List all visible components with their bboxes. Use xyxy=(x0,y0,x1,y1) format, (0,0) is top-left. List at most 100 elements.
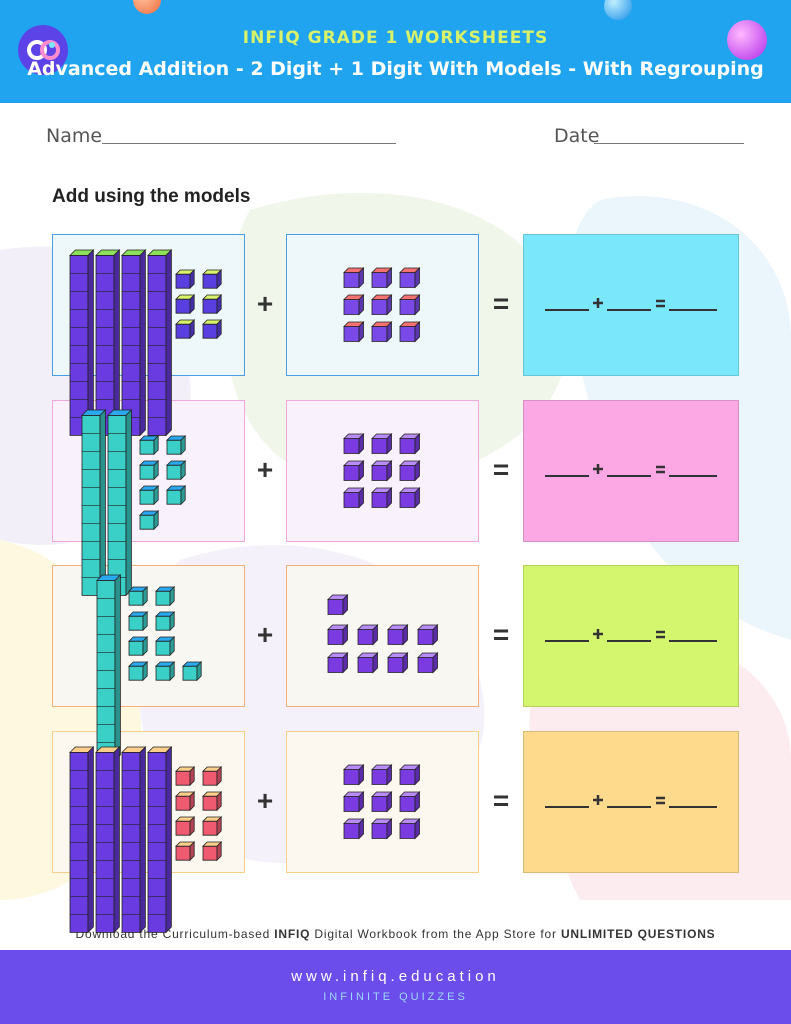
addend-cube xyxy=(357,652,379,674)
one-cube xyxy=(175,841,196,862)
answer-blanks[interactable] xyxy=(524,732,738,872)
answer-blanks[interactable] xyxy=(524,566,738,706)
footer-note-middle: Digital Workbook from the App Store for xyxy=(310,927,561,941)
addend-cube xyxy=(371,267,393,289)
one-cube xyxy=(166,435,187,456)
equals-sign: = xyxy=(492,619,510,650)
one-cube xyxy=(175,816,196,837)
one-cube xyxy=(128,661,149,682)
footer-note: Download the Curriculum-based INFIQ Digi… xyxy=(0,927,791,941)
ten-rod xyxy=(69,746,95,934)
ten-rod xyxy=(121,746,147,934)
one-cube xyxy=(155,586,176,607)
addend-cube xyxy=(343,764,365,786)
addend-cube xyxy=(399,294,421,316)
addend-cube xyxy=(399,460,421,482)
addend-cube xyxy=(343,321,365,343)
addend-cube xyxy=(371,487,393,509)
answer-box[interactable] xyxy=(523,400,739,542)
addend-cube xyxy=(399,433,421,455)
one-cube xyxy=(182,661,203,682)
decor-ball-blue xyxy=(604,0,632,20)
model-box-addend xyxy=(286,565,479,707)
equals-sign: = xyxy=(492,785,510,816)
addend-cube xyxy=(343,294,365,316)
addend-cube xyxy=(371,321,393,343)
one-cube xyxy=(175,294,196,315)
one-cube xyxy=(202,791,223,812)
name-field[interactable] xyxy=(102,143,396,144)
answer-blanks[interactable] xyxy=(524,401,738,541)
one-cube xyxy=(202,294,223,315)
one-cube xyxy=(128,586,149,607)
addend-cube xyxy=(327,594,349,616)
addend-cube xyxy=(399,267,421,289)
footer-note-brand: INFIQ xyxy=(274,927,311,941)
brand-title: INFIQ GRADE 1 WORKSHEETS xyxy=(242,28,549,48)
infiq-logo-icon[interactable] xyxy=(18,25,68,75)
footer-bar xyxy=(0,950,791,1024)
addend-cube xyxy=(343,487,365,509)
plus-sign: + xyxy=(256,288,274,319)
ten-rod xyxy=(121,249,147,437)
date-field[interactable] xyxy=(594,143,744,144)
addend-cube xyxy=(327,624,349,646)
addend-cube xyxy=(357,624,379,646)
addend-cube xyxy=(371,294,393,316)
one-cube xyxy=(155,636,176,657)
answer-box[interactable] xyxy=(523,234,739,376)
one-cube xyxy=(175,766,196,787)
addend-cube xyxy=(371,818,393,840)
ten-rod xyxy=(95,746,121,934)
one-cube xyxy=(202,841,223,862)
ten-rod xyxy=(81,409,107,597)
addend-cube xyxy=(417,652,439,674)
answer-box[interactable] xyxy=(523,731,739,873)
one-cube xyxy=(139,460,160,481)
decor-ball-purple xyxy=(727,20,767,60)
one-cube xyxy=(139,510,160,531)
one-cube xyxy=(202,269,223,290)
website-link[interactable]: www.infiq.education xyxy=(291,968,500,985)
ten-rod xyxy=(96,574,122,762)
addend-cube xyxy=(399,321,421,343)
one-cube xyxy=(155,611,176,632)
worksheet-subtitle: Advanced Addition - 2 Digit + 1 Digit Wi… xyxy=(27,58,764,80)
one-cube xyxy=(202,766,223,787)
ten-rod xyxy=(69,249,95,437)
addend-cube xyxy=(327,652,349,674)
answer-box[interactable] xyxy=(523,565,739,707)
one-cube xyxy=(202,816,223,837)
one-cube xyxy=(166,460,187,481)
tagline: INFINITE QUIZZES xyxy=(323,991,468,1003)
one-cube xyxy=(139,435,160,456)
date-label: Date xyxy=(554,125,600,147)
one-cube xyxy=(139,485,160,506)
one-cube xyxy=(155,661,176,682)
one-cube xyxy=(175,319,196,340)
addend-cube xyxy=(371,791,393,813)
equals-sign: = xyxy=(492,288,510,319)
one-cube xyxy=(166,485,187,506)
answer-blanks[interactable] xyxy=(524,235,738,375)
ten-rod xyxy=(147,249,173,437)
addend-cube xyxy=(399,487,421,509)
ten-rod xyxy=(95,249,121,437)
plus-sign: + xyxy=(256,454,274,485)
model-box-addend xyxy=(286,731,479,873)
name-label: Name xyxy=(46,125,103,147)
addend-cube xyxy=(399,764,421,786)
plus-sign: + xyxy=(256,619,274,650)
footer-note-strong: UNLIMITED QUESTIONS xyxy=(560,927,716,941)
addend-cube xyxy=(399,818,421,840)
addend-cube xyxy=(371,460,393,482)
addend-cube xyxy=(343,433,365,455)
one-cube xyxy=(202,319,223,340)
addend-cube xyxy=(417,624,439,646)
addend-cube xyxy=(399,791,421,813)
one-cube xyxy=(175,791,196,812)
addend-cube xyxy=(371,433,393,455)
ten-rod xyxy=(107,409,133,597)
equals-sign: = xyxy=(492,454,510,485)
